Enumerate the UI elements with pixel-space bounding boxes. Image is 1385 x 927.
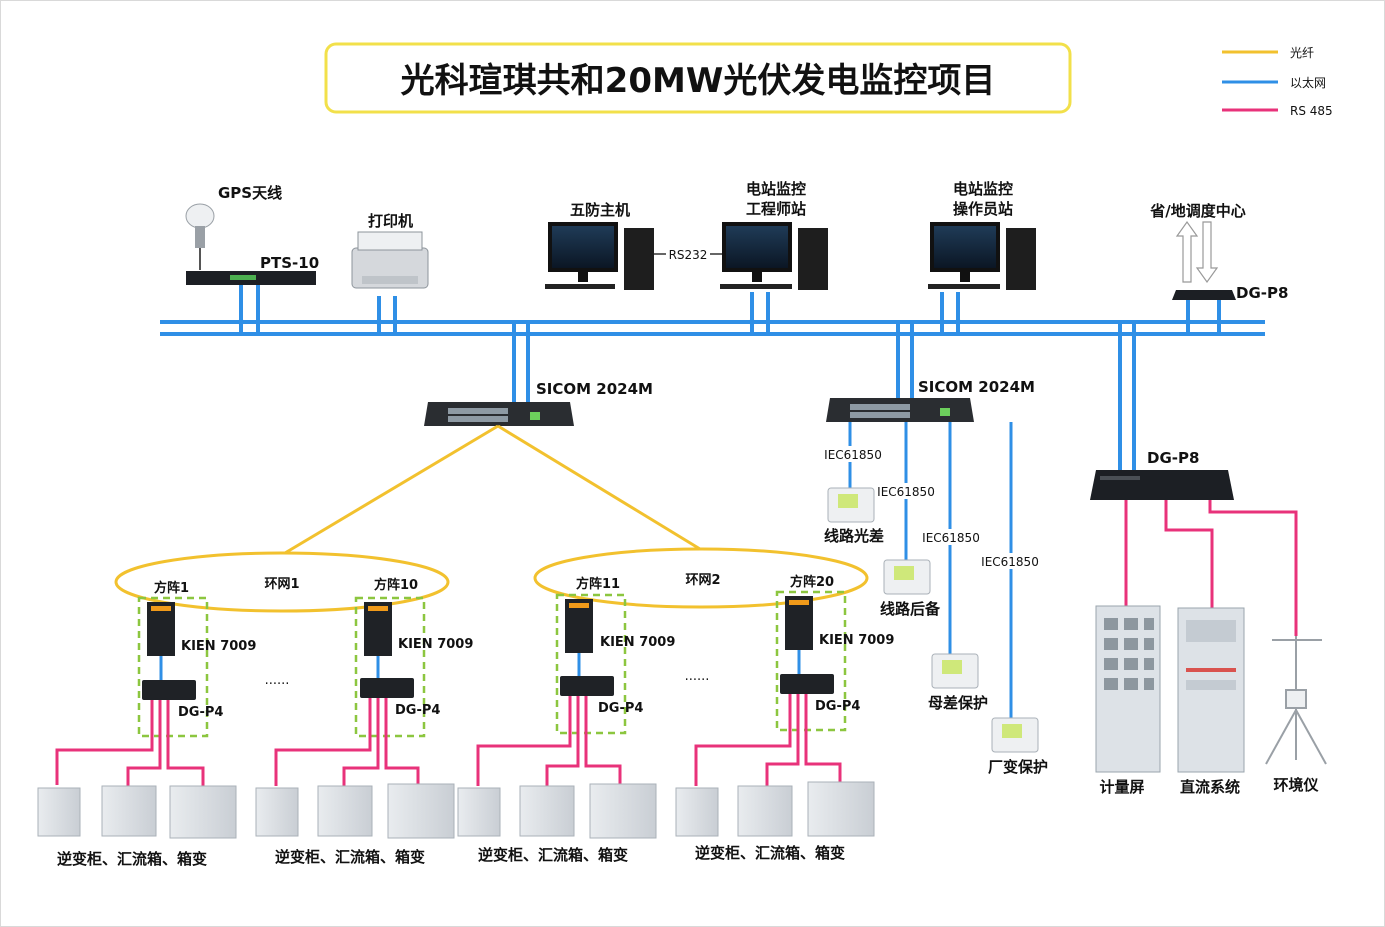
dgp8-top-label: DG-P8 bbox=[1236, 284, 1288, 302]
devices-label-20: 逆变柜、汇流箱、箱变 bbox=[695, 844, 845, 862]
dgp8-top-device bbox=[1172, 290, 1236, 300]
fiber-links bbox=[114, 424, 869, 613]
legend-rs485-label: RS 485 bbox=[1290, 104, 1333, 118]
field-devices-20 bbox=[675, 781, 875, 837]
operator-station-icon bbox=[928, 222, 1036, 290]
array-10 bbox=[274, 596, 426, 786]
array-11-label: 方阵11 bbox=[576, 576, 620, 592]
protection-1-protocol: IEC61850 bbox=[824, 448, 882, 462]
sicom-switch-right bbox=[826, 398, 974, 422]
field-devices-10 bbox=[255, 783, 455, 839]
title-box: 光科瑄琪共和20MW光伏发电监控项目 bbox=[324, 42, 1072, 114]
iec-label-bg-2 bbox=[876, 483, 938, 499]
iec-label-bg-4 bbox=[980, 553, 1042, 569]
main-ethernet-bus bbox=[160, 282, 1265, 470]
array-20-label: 方阵20 bbox=[790, 574, 834, 590]
wufang-computer-icon bbox=[545, 222, 654, 290]
array-10-gateway-label: DG-P4 bbox=[395, 703, 440, 718]
array-1-label: 方阵1 bbox=[154, 580, 189, 596]
weather-station-label: 环境仪 bbox=[1273, 776, 1319, 794]
devices-label-11: 逆变柜、汇流箱、箱变 bbox=[478, 846, 628, 864]
dgp8-right-device bbox=[1090, 470, 1234, 500]
field-devices-11 bbox=[457, 783, 657, 839]
ellipsis-left: ...... bbox=[265, 673, 290, 688]
protection-3-label: 母差保护 bbox=[928, 694, 988, 712]
gps-antenna bbox=[185, 203, 215, 270]
array-10-switch-label: KIEN 7009 bbox=[398, 637, 473, 652]
bus-junctions bbox=[238, 319, 1191, 337]
weather-station-icon bbox=[1265, 636, 1327, 765]
legend-ethernet-label: 以太网 bbox=[1290, 75, 1326, 90]
dispatch-label: 省/地调度中心 bbox=[1149, 202, 1245, 220]
sicom-right-label: SICOM 2024M bbox=[918, 378, 1035, 396]
protection-2-label: 线路后备 bbox=[880, 600, 941, 618]
iec-label-bg-3 bbox=[920, 529, 982, 545]
rs232-label: RS232 bbox=[669, 248, 708, 262]
relay-line-differential bbox=[827, 487, 875, 523]
rs232-label-bg bbox=[666, 246, 710, 262]
pts10-clock bbox=[186, 271, 316, 285]
engineer-station-icon bbox=[720, 222, 828, 290]
wufang-label: 五防主机 bbox=[570, 201, 630, 219]
dispatch-arrows-icon bbox=[1175, 220, 1219, 284]
array-11-switch-label: KIEN 7009 bbox=[600, 635, 675, 650]
relay-station-transformer bbox=[991, 717, 1039, 753]
engineer-label-line2: 工程师站 bbox=[746, 200, 806, 218]
pts10-label: PTS-10 bbox=[260, 254, 319, 272]
relay-busbar bbox=[931, 653, 979, 689]
array-1-switch-label: KIEN 7009 bbox=[181, 639, 256, 654]
array-10-label: 方阵10 bbox=[374, 577, 418, 593]
array-1-gateway-label: DG-P4 bbox=[178, 705, 223, 720]
operator-label-line2: 操作员站 bbox=[953, 200, 1013, 218]
dgp8-right-label: DG-P8 bbox=[1147, 449, 1199, 467]
sicom-left-label: SICOM 2024M bbox=[536, 380, 653, 398]
ellipsis-right: ...... bbox=[685, 669, 710, 684]
legend: 光纤 以太网 RS 485 bbox=[1222, 46, 1333, 118]
array-1 bbox=[55, 596, 209, 786]
protection-4-protocol: IEC61850 bbox=[981, 555, 1039, 569]
dgp8-rs485-links bbox=[1124, 500, 1298, 636]
legend-fiber-label: 光纤 bbox=[1290, 46, 1314, 60]
array-20-switch-label: KIEN 7009 bbox=[819, 633, 894, 648]
relay-line-backup bbox=[883, 559, 931, 595]
array-20-gateway-label: DG-P4 bbox=[815, 699, 860, 714]
sicom-switch-left bbox=[424, 402, 574, 426]
printer-icon bbox=[351, 231, 429, 289]
devices-label-1: 逆变柜、汇流箱、箱变 bbox=[57, 850, 207, 868]
array-11 bbox=[476, 593, 627, 786]
protection-3-protocol: IEC61850 bbox=[922, 531, 980, 545]
protection-4-label: 厂变保护 bbox=[988, 758, 1048, 776]
array-20 bbox=[694, 590, 847, 786]
engineer-label-line1: 电站监控 bbox=[746, 180, 806, 198]
protection-1-label: 线路光差 bbox=[824, 527, 884, 545]
diagram-title: 光科瑄琪共和20MW光伏发电监控项目 bbox=[401, 61, 996, 101]
protection-2-protocol: IEC61850 bbox=[877, 485, 935, 499]
dc-system-label: 直流系统 bbox=[1180, 778, 1240, 796]
iec-label-bg-1 bbox=[822, 446, 884, 462]
metering-panel bbox=[1095, 605, 1161, 773]
metering-label: 计量屏 bbox=[1099, 778, 1144, 796]
ring1-label: 环网1 bbox=[264, 577, 299, 592]
field-devices-1 bbox=[37, 785, 237, 839]
gps-label: GPS天线 bbox=[218, 184, 282, 202]
devices-label-10: 逆变柜、汇流箱、箱变 bbox=[275, 848, 425, 866]
operator-label-line1: 电站监控 bbox=[953, 180, 1013, 198]
printer-label: 打印机 bbox=[368, 212, 413, 230]
ring2-label: 环网2 bbox=[685, 573, 720, 588]
array-11-gateway-label: DG-P4 bbox=[598, 701, 643, 716]
dc-system-cabinet bbox=[1177, 607, 1245, 773]
